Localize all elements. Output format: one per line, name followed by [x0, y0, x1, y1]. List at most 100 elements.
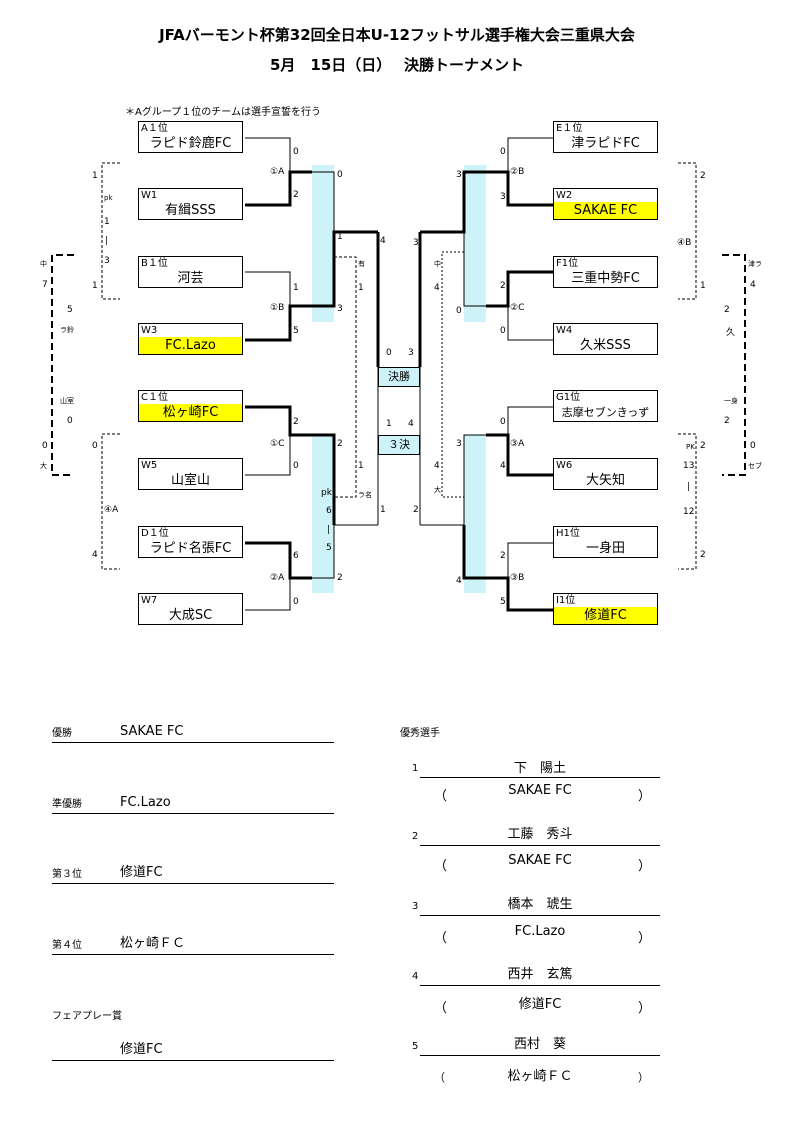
fairplay-label: フェアプレー賞	[52, 1011, 122, 1022]
team-name: 久米SSS	[580, 338, 631, 353]
score: 1	[92, 281, 98, 291]
dash: |	[105, 236, 109, 246]
score: 3	[337, 304, 343, 314]
abbr: 大	[40, 462, 47, 470]
mvp-number: 1	[412, 763, 419, 774]
paren-close: ）	[638, 1001, 652, 1016]
score: 2	[700, 550, 706, 560]
paren-close: ）	[638, 789, 652, 804]
score: 1	[104, 217, 110, 227]
match-label-1a: ①A	[270, 167, 285, 177]
abbr: 久	[726, 328, 736, 338]
team-name: 山室山	[170, 473, 210, 488]
score: 4	[434, 461, 440, 471]
seed-label: W5	[141, 460, 158, 471]
result-value: FC.Lazo	[120, 795, 171, 810]
seed-label: W3	[141, 325, 158, 336]
score: 7	[42, 280, 48, 290]
abbr: 津ラ	[748, 260, 762, 268]
third-score-right: 4	[408, 419, 414, 429]
paren-close: ）	[638, 859, 652, 874]
team-name: 津ラピドFC	[571, 136, 640, 151]
score: 3	[456, 439, 462, 449]
score: 2	[293, 190, 299, 200]
result-label: 第３位	[52, 869, 82, 880]
score: 0	[67, 416, 73, 426]
score: 4	[434, 283, 440, 293]
paren-open: （	[434, 931, 448, 946]
paren-close: ）	[638, 931, 652, 946]
team-box-right-5: G1位志摩セブンきっず	[553, 390, 658, 422]
seed-label: D１位	[141, 528, 169, 539]
score: 1	[92, 171, 98, 181]
score: 0	[500, 417, 506, 427]
score: 3	[456, 170, 462, 180]
score: 1	[380, 505, 386, 515]
mvp-name: 下 陽土	[513, 761, 566, 776]
score: 0	[293, 597, 299, 607]
result-value: 修道FC	[120, 865, 163, 880]
score: 1	[700, 281, 706, 291]
paren-open: （	[434, 859, 448, 874]
paren-close: ）	[638, 1071, 649, 1084]
score: 4	[500, 461, 506, 471]
page-title: JFAバーモント杯第32回全日本U-12フットサル選手権大会三重県大会	[159, 26, 635, 44]
abbr: 山室	[60, 397, 74, 405]
seed-label: W7	[141, 595, 158, 606]
score: 2	[293, 417, 299, 427]
match-label-2c: ②C	[510, 303, 525, 313]
seed-label: W4	[556, 325, 573, 336]
final-score-right: 3	[408, 348, 414, 358]
third-place-label: ３決	[378, 435, 420, 455]
result-label: 第４位	[52, 940, 82, 951]
match-label-2a: ②A	[270, 573, 285, 583]
mvp-heading: 優秀選手	[400, 728, 440, 739]
mvp-name: 西村 葵	[513, 1037, 566, 1052]
score: 2	[500, 551, 506, 561]
team-name: 大成SC	[168, 608, 213, 623]
score: 4	[380, 236, 386, 246]
mvp-name: 西井 玄篤	[507, 967, 573, 982]
paren-open: （	[434, 1071, 445, 1084]
match-label-1c: ①C	[270, 439, 285, 449]
team-name: SAKAE FC	[554, 202, 657, 219]
score: 4	[456, 576, 462, 586]
team-name: ラピド鈴鹿FC	[149, 136, 232, 151]
match-label-3b: ③B	[510, 573, 525, 583]
mvp-team: SAKAE FC	[508, 783, 572, 798]
team-box-right-4: W4 久米SSS	[553, 323, 658, 355]
team-box-left-7: D１位ラピド名張FC	[138, 526, 243, 558]
mvp-number: 2	[412, 831, 419, 842]
final-label: 決勝	[378, 367, 420, 387]
score: 5	[293, 326, 299, 336]
score: 13	[683, 461, 695, 471]
score: 2	[700, 441, 706, 451]
match-label-3a: ③A	[510, 439, 525, 449]
seed-label: B１位	[141, 258, 168, 269]
seed-label: G1位	[556, 392, 581, 403]
team-name: 松ヶ崎FC	[139, 404, 242, 421]
result-third: 第３位 修道FC	[52, 861, 334, 884]
score: 0	[500, 326, 506, 336]
score: 0	[42, 441, 48, 451]
score: 0	[500, 147, 506, 157]
score: 1	[293, 283, 299, 293]
mvp-team: 修道FC	[518, 997, 562, 1012]
team-name: 一身田	[585, 541, 625, 556]
score: 6	[326, 506, 332, 516]
score: 0	[293, 461, 299, 471]
abbr: 有	[358, 260, 365, 268]
score: 0	[337, 170, 343, 180]
team-box-left-8: W7 大成SC	[138, 593, 243, 625]
mvp-name: 工藤 秀斗	[507, 827, 573, 842]
score: 2	[500, 281, 506, 291]
team-name: 修道FC	[554, 607, 657, 624]
score: 5	[67, 305, 73, 315]
seed-label: H1位	[556, 528, 580, 539]
seed-label: W1	[141, 190, 158, 201]
mvp-team: 松ヶ崎ＦＣ	[507, 1069, 573, 1084]
